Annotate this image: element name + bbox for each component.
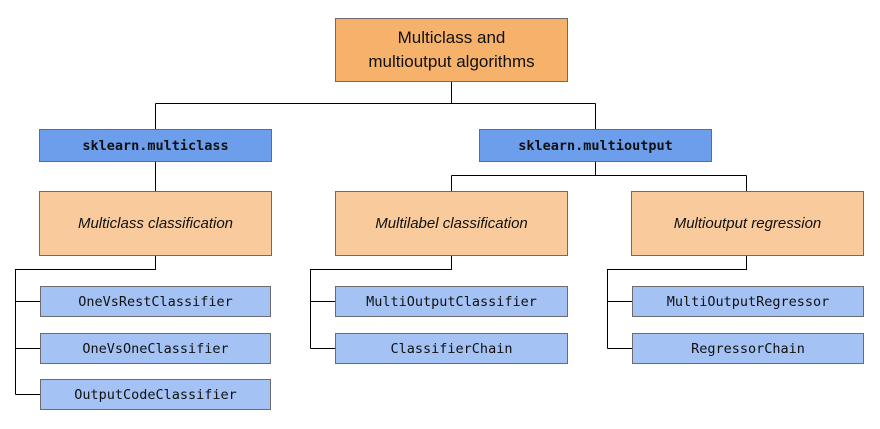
task-multioutput-regression: Multioutput regression — [631, 191, 864, 256]
task-multilabel-classification: Multilabel classification — [335, 191, 568, 256]
estimator-multioutputclassifier: MultiOutputClassifier — [335, 286, 568, 317]
estimator-classifierchain: ClassifierChain — [335, 333, 568, 364]
estimator-outputcodeclassifier: OutputCodeClassifier — [40, 379, 271, 410]
connector-multilabel-estimators — [310, 256, 452, 349]
estimator-regressorchain: RegressorChain — [632, 333, 864, 364]
connector-multiclass-estimators — [15, 256, 156, 395]
module-sklearn-multiclass: sklearn.multiclass — [39, 129, 272, 162]
root-title-line-2: multioutput algorithms — [368, 52, 535, 71]
connector-regression-estimators — [607, 256, 747, 349]
connector-root-to-modules — [155, 82, 596, 129]
connector-multioutput-to-tasks — [451, 162, 747, 191]
root-node: Multiclass and multioutput algorithms — [335, 18, 568, 82]
module-sklearn-multioutput: sklearn.multioutput — [479, 129, 712, 162]
estimator-onevsrestclassifier: OneVsRestClassifier — [40, 286, 271, 317]
task-multiclass-classification: Multiclass classification — [39, 191, 272, 256]
root-title-line-1: Multiclass and — [397, 28, 506, 47]
estimator-onevsoneclassifier: OneVsOneClassifier — [40, 333, 271, 364]
estimator-multioutputregressor: MultiOutputRegressor — [632, 286, 864, 317]
